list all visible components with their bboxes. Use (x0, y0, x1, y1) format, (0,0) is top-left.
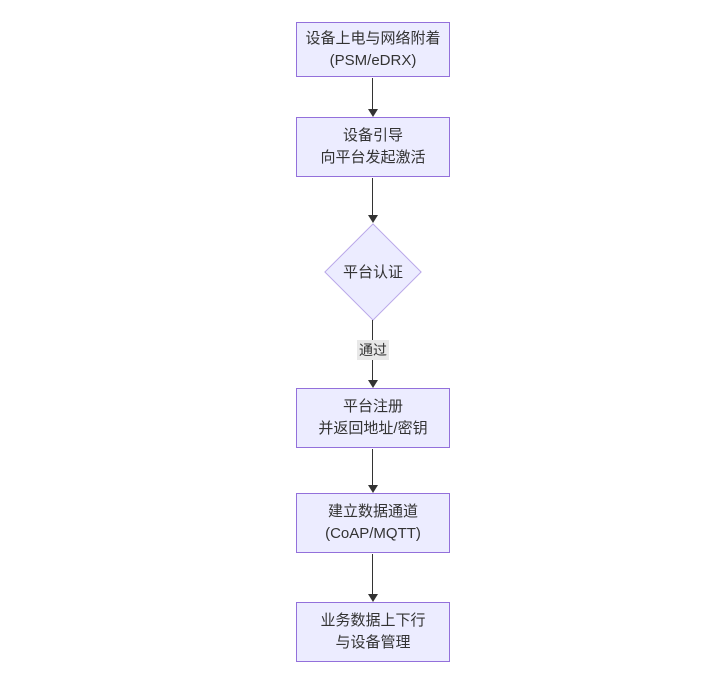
edge-line (372, 449, 373, 487)
node-business: 业务数据上下行 与设备管理 (296, 602, 450, 662)
node-bootstrap-line2: 向平台发起激活 (320, 149, 426, 166)
edge-line (372, 554, 373, 596)
node-bootstrap-line1: 设备引导 (342, 127, 403, 144)
node-register: 平台注册 并返回地址/密钥 (296, 388, 450, 448)
edge-auth-to-register: 通过 (357, 320, 389, 388)
node-business-line1: 业务数据上下行 (320, 612, 426, 629)
node-channel: 建立数据通道 (CoAP/MQTT) (296, 493, 450, 553)
edge-power-to-bootstrap (367, 78, 379, 117)
node-bootstrap: 设备引导 向平台发起激活 (296, 117, 450, 177)
edge-line (372, 178, 373, 217)
edge-label-pass: 通过 (357, 340, 389, 360)
arrowhead-down-icon (368, 380, 378, 388)
edge-channel-to-business (367, 554, 379, 602)
node-channel-line2: (CoAP/MQTT) (325, 525, 421, 542)
node-register-line1: 平台注册 (342, 398, 403, 415)
node-register-line2: 并返回地址/密钥 (318, 420, 428, 437)
node-auth-label: 平台认证 (342, 264, 403, 281)
node-power-attach-line2: (PSM/eDRX) (329, 51, 417, 69)
edge-register-to-channel (367, 449, 379, 493)
node-auth: 平台认证 (323, 222, 423, 321)
node-business-line2: 与设备管理 (335, 634, 411, 651)
node-power-attach-line1: 设备上电与网络附着 (305, 29, 441, 47)
node-power-attach: 设备上电与网络附着 (PSM/eDRX) (296, 22, 450, 77)
arrowhead-down-icon (368, 594, 378, 602)
arrowhead-down-icon (368, 109, 378, 117)
arrowhead-down-icon (368, 485, 378, 493)
edge-bootstrap-to-auth (367, 178, 379, 223)
node-channel-line1: 建立数据通道 (327, 503, 418, 520)
arrowhead-down-icon (368, 215, 378, 223)
edge-line (372, 78, 373, 111)
